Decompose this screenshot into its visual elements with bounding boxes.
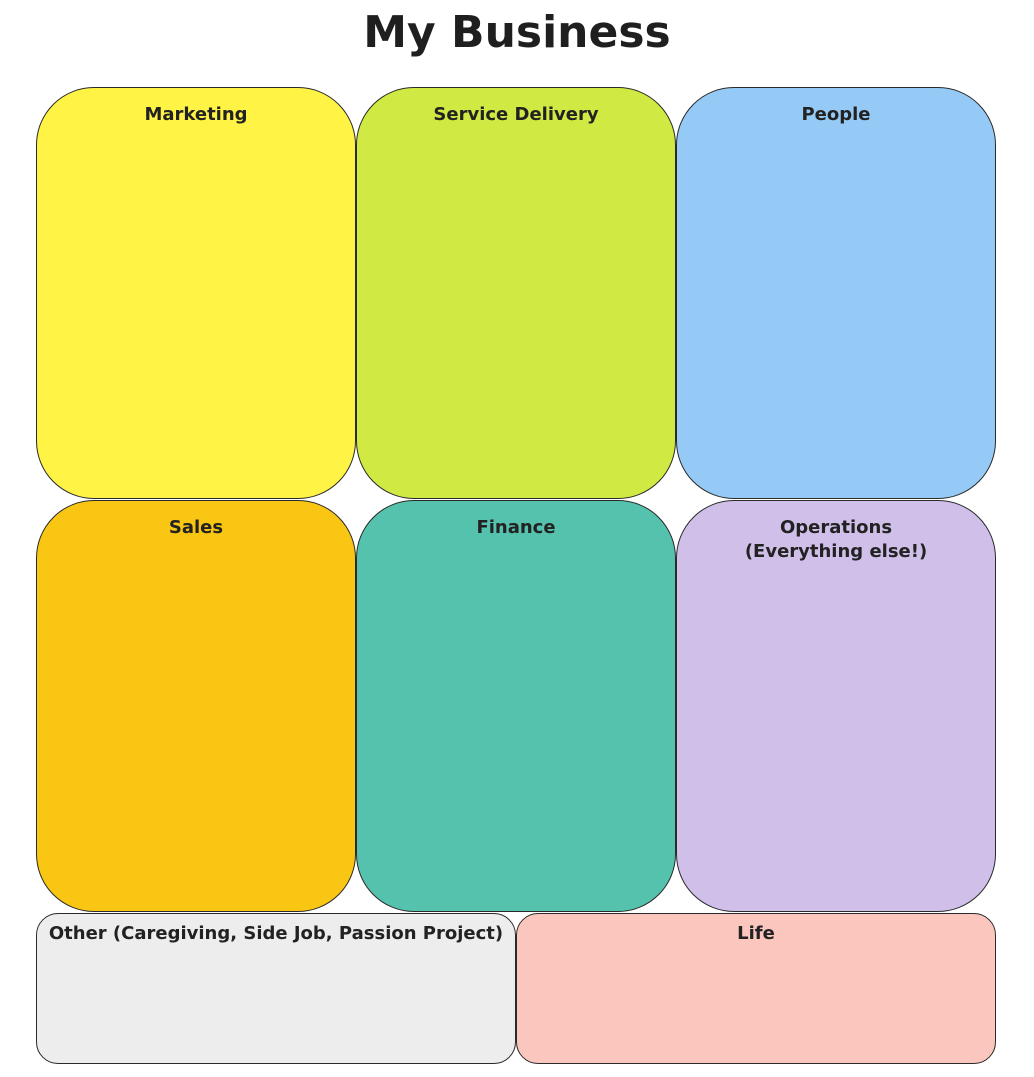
people-label: People [801,104,871,125]
operations-title: Operations [779,517,893,538]
finance-label: Finance [476,517,556,538]
operations-box[interactable]: Operations (Everything else!) [676,500,996,912]
sales-box[interactable]: Sales [36,500,356,912]
finance-box[interactable]: Finance [356,500,676,912]
service-delivery-box[interactable]: Service Delivery [356,87,676,499]
people-box[interactable]: People [676,87,996,499]
life-label: Life [737,923,775,944]
service-delivery-label: Service Delivery [433,104,599,125]
operations-label: Operations (Everything else!) [677,516,995,564]
operations-subtitle: (Everything else!) [744,541,928,562]
marketing-box[interactable]: Marketing [36,87,356,499]
other-box[interactable]: Other (Caregiving, Side Job, Passion Pro… [36,913,516,1064]
sales-label: Sales [168,517,224,538]
marketing-label: Marketing [144,104,248,125]
page-title: My Business [363,7,671,58]
other-label: Other (Caregiving, Side Job, Passion Pro… [48,923,504,944]
life-box[interactable]: Life [516,913,996,1064]
